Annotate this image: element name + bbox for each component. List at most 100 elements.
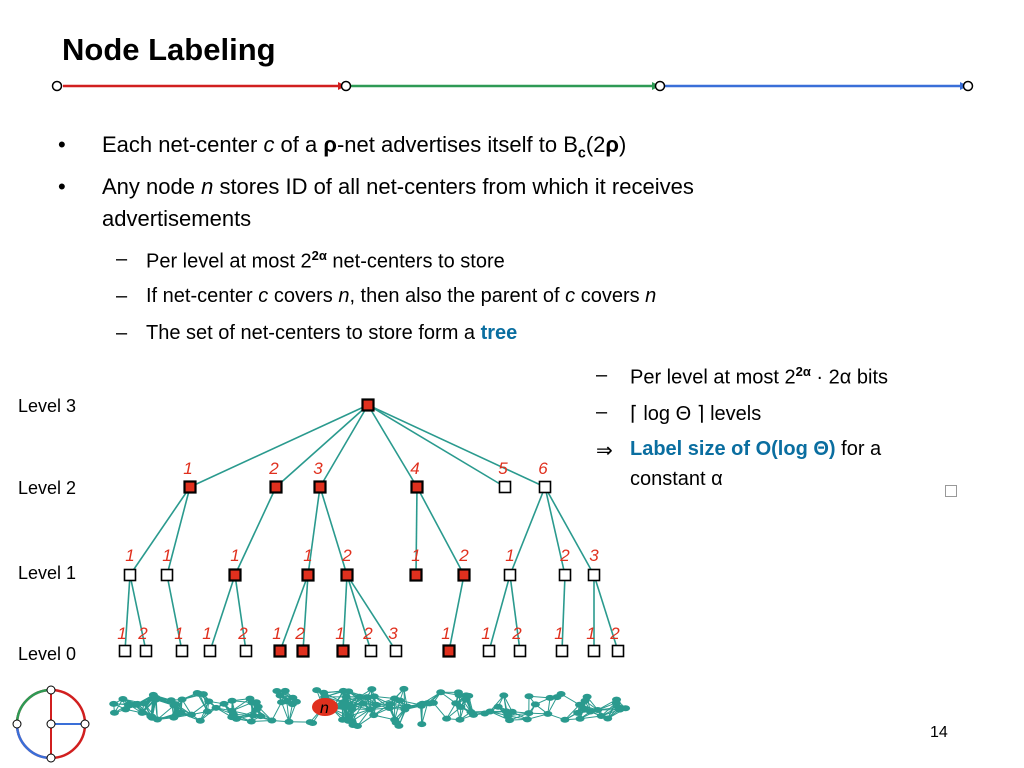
network-node — [177, 696, 187, 703]
network-node — [344, 713, 354, 720]
network-node — [219, 700, 229, 707]
network-node — [109, 700, 119, 707]
network-edge — [351, 703, 364, 722]
network-node — [369, 693, 379, 700]
tree-edge — [275, 404, 369, 488]
level2-node-label: 4 — [410, 459, 419, 478]
network-node — [192, 689, 202, 696]
tree-edge — [593, 574, 619, 652]
tree-edge — [234, 486, 277, 576]
level1-node — [409, 568, 423, 582]
tree-edge — [346, 574, 372, 652]
level1-node-label: 1 — [230, 546, 239, 565]
title-rule — [51, 80, 974, 92]
level1-node — [160, 568, 174, 582]
level1-node — [123, 568, 137, 582]
network-node — [522, 716, 532, 723]
network-node — [530, 701, 540, 708]
level2-node-label: 5 — [498, 459, 508, 478]
network-edge — [271, 701, 282, 721]
level0-node — [442, 644, 456, 658]
network-edge — [421, 703, 429, 725]
network-node — [343, 717, 353, 724]
network-node — [400, 706, 410, 713]
network-node — [169, 714, 179, 721]
tree-edge — [302, 574, 309, 652]
network-node — [246, 718, 256, 725]
network-node — [593, 706, 603, 713]
level-3-label: Level 3 — [18, 396, 77, 416]
level0-node — [555, 644, 569, 658]
network-node — [615, 706, 625, 713]
network-node — [556, 691, 566, 698]
logo-icon — [12, 685, 90, 763]
network-edge — [433, 702, 448, 719]
network-edge — [366, 696, 375, 716]
tree-edge — [342, 574, 348, 652]
tree-edge — [209, 574, 236, 652]
network-node — [469, 711, 479, 718]
level1-node-label: 2 — [559, 546, 570, 565]
network-edge — [489, 695, 505, 712]
network-node — [267, 717, 277, 724]
level1-node-label: 2 — [341, 546, 352, 565]
level1-node-label: 1 — [125, 546, 134, 565]
level1-node-label: 1 — [162, 546, 171, 565]
network-node — [341, 693, 351, 700]
network-node — [248, 712, 258, 719]
network-node — [384, 705, 394, 712]
network-node — [195, 717, 205, 724]
network-node — [454, 692, 464, 699]
tree-edge — [189, 404, 369, 488]
tree-edge — [307, 486, 321, 576]
level0-node — [239, 644, 253, 658]
level2-node — [410, 480, 424, 494]
level0-node-label: 1 — [586, 624, 595, 643]
network-node — [362, 694, 372, 701]
tree-edge — [367, 404, 506, 488]
tree-edge — [166, 486, 191, 576]
level1-node-label: 3 — [589, 546, 599, 565]
network-node — [284, 718, 294, 725]
page-number: 14 — [930, 724, 948, 741]
network-node — [499, 692, 509, 699]
level0-node-label: 1 — [441, 624, 450, 643]
network-node — [256, 713, 266, 720]
network-node — [251, 699, 261, 706]
network-node — [582, 693, 592, 700]
level0-node-label: 1 — [272, 624, 281, 643]
level1-node — [558, 568, 572, 582]
network-node — [485, 708, 495, 715]
network-node — [251, 706, 261, 713]
level0-node-label: 1 — [335, 624, 344, 643]
level0-node-label: 3 — [388, 624, 398, 643]
level1-node-label: 2 — [458, 546, 469, 565]
network-node — [579, 705, 589, 712]
tree-edge — [279, 574, 309, 652]
network-edge — [458, 694, 472, 713]
network-edge — [250, 702, 253, 722]
network-node — [175, 709, 185, 716]
level0-node — [203, 644, 217, 658]
network-node — [312, 687, 322, 694]
tree-edge — [509, 574, 521, 652]
network-node — [124, 701, 134, 708]
tree-edge — [319, 486, 348, 576]
network-node — [451, 700, 461, 707]
network-node — [275, 692, 285, 699]
network-node — [186, 711, 196, 718]
level1-node — [587, 568, 601, 582]
level2-node — [269, 480, 283, 494]
network-node — [139, 700, 149, 707]
level2-node — [538, 480, 552, 494]
network-node — [288, 694, 298, 701]
level2-node-label: 3 — [313, 459, 323, 478]
network-node — [369, 712, 379, 719]
level0-node — [364, 644, 378, 658]
network-node — [137, 709, 147, 716]
level1-node — [301, 568, 315, 582]
network-node — [282, 698, 292, 705]
level0-node-label: 2 — [237, 624, 248, 643]
network-node — [352, 723, 362, 730]
